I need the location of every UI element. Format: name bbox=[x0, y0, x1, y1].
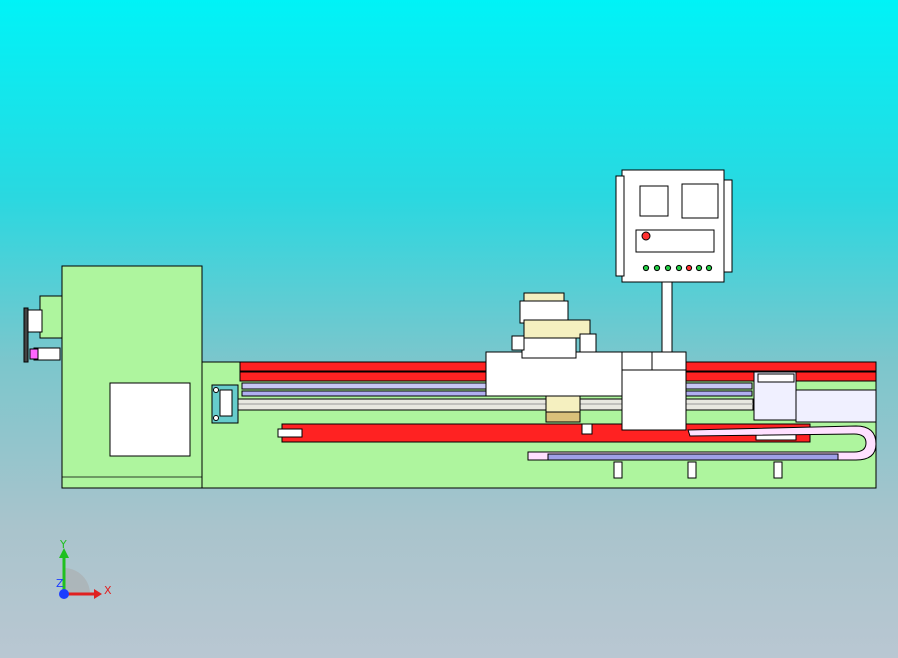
cable-chain bbox=[527, 425, 877, 461]
carriage bbox=[485, 292, 625, 435]
tail-motor bbox=[753, 371, 877, 441]
x-axis-label: X bbox=[104, 584, 112, 597]
support-leg bbox=[613, 461, 623, 479]
headstock-panel bbox=[109, 382, 191, 457]
z-axis-label: Z bbox=[56, 577, 64, 590]
emergency-stop-icon bbox=[641, 231, 651, 241]
y-axis-label: Y bbox=[59, 538, 67, 551]
z-axis-dot bbox=[59, 589, 69, 599]
control-panel bbox=[615, 169, 733, 283]
drive-pulley bbox=[23, 295, 63, 363]
bearing-block bbox=[211, 384, 239, 424]
coordinate-triad: X Y Z bbox=[56, 538, 112, 599]
control-column bbox=[661, 281, 673, 355]
